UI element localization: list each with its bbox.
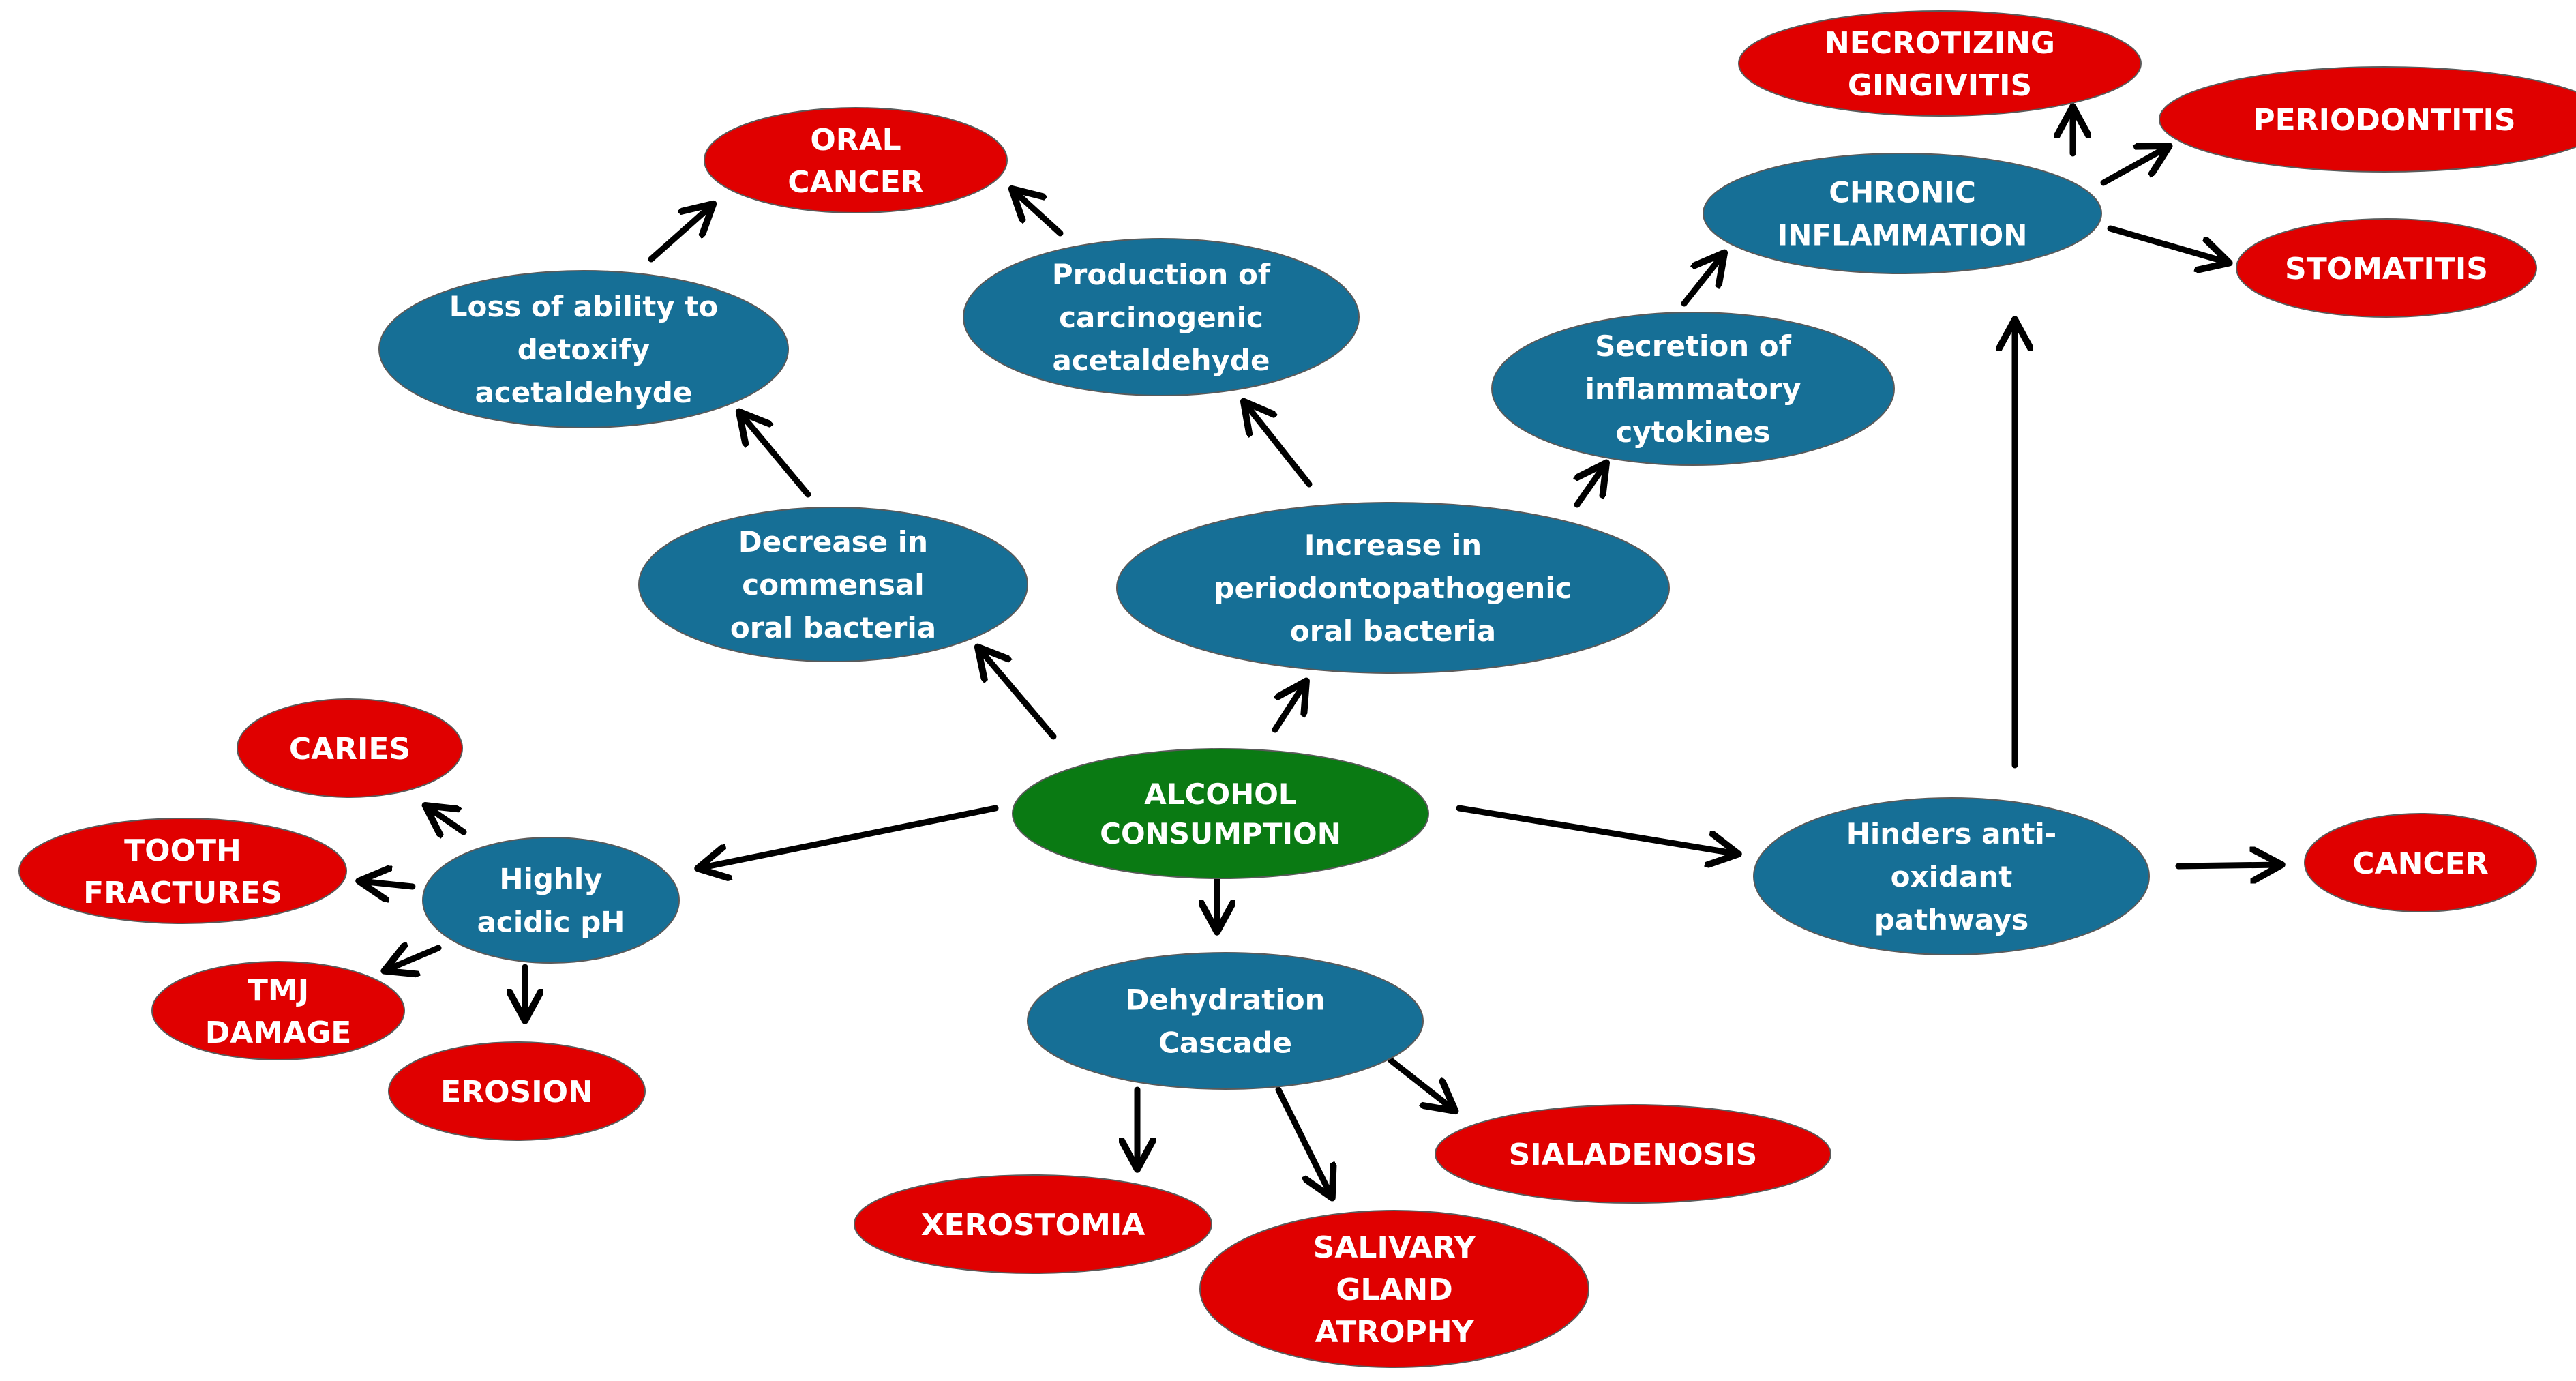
arrow-alcohol-to-highly-acidic	[699, 805, 999, 868]
arrow-increase-perio-to-secretion-cyto	[1577, 464, 1606, 508]
node-cancer: CANCER	[2304, 813, 2537, 912]
node-xerostomia: XEROSTOMIA	[854, 1174, 1212, 1274]
node-necrotizing-shape	[1738, 10, 2142, 117]
node-alcohol-shape	[1012, 748, 1429, 879]
node-sialadenosis: SIALADENOSIS	[1435, 1104, 1831, 1204]
node-hinders-antiox-shape	[1753, 797, 2150, 955]
node-erosion-shape	[388, 1041, 646, 1141]
node-stomatitis-label: STOMATITIS	[2285, 252, 2488, 286]
arrow-increase-perio-to-production-acet	[1244, 402, 1313, 488]
node-periodontitis-shape	[2159, 66, 2576, 173]
node-increase-perio-shape	[1116, 502, 1670, 674]
node-decrease-commensal-shape	[638, 507, 1028, 662]
node-tmj-damage-shape	[151, 961, 405, 1060]
arrow-chronic-infl-to-periodontitis	[2100, 147, 2168, 186]
arrow-hinders-antiox-to-cancer	[2175, 865, 2281, 866]
node-erosion: EROSION	[388, 1041, 646, 1141]
node-chronic-infl-shape	[1703, 153, 2102, 274]
arrow-alcohol-to-decrease-commensal	[978, 648, 1057, 740]
node-xerostomia-label: XEROSTOMIA	[921, 1208, 1145, 1243]
node-salivary-atrophy-shape	[1199, 1210, 1589, 1368]
node-periodontitis-label: PERIODONTITIS	[2253, 103, 2515, 138]
edges-layer	[360, 108, 2281, 1197]
node-stomatitis: STOMATITIS	[2236, 218, 2537, 318]
arrow-alcohol-to-increase-perio	[1272, 682, 1306, 733]
arrow-highly-acidic-to-tmj-damage	[385, 948, 442, 970]
node-sialadenosis-shape	[1435, 1104, 1831, 1204]
arrow-secretion-cyto-to-chronic-infl	[1681, 254, 1724, 307]
node-erosion-label: EROSION	[440, 1075, 593, 1110]
arrow-highly-acidic-to-tooth-fractures	[360, 881, 416, 887]
node-caries-shape	[237, 698, 463, 798]
node-xerostomia-shape	[854, 1174, 1212, 1274]
arrow-production-acet-to-oral-cancer	[1013, 190, 1064, 237]
node-oral-cancer-shape	[704, 107, 1008, 213]
node-periodontitis: PERIODONTITIS	[2159, 66, 2576, 173]
node-dehydration-shape	[1027, 952, 1424, 1090]
arrow-highly-acidic-to-caries	[426, 806, 467, 832]
node-sialadenosis-label: SIALADENOSIS	[1509, 1138, 1758, 1172]
arrow-dehydration-to-salivary-atrophy	[1275, 1086, 1332, 1197]
node-cancer-shape	[2304, 813, 2537, 912]
node-highly-acidic-shape	[422, 837, 680, 964]
node-secretion-cyto-shape	[1491, 312, 1895, 466]
arrow-decrease-commensal-to-loss-detox	[740, 413, 811, 498]
node-stomatitis-shape	[2236, 218, 2537, 318]
node-tooth-fractures-shape	[18, 818, 347, 924]
arrow-loss-detox-to-oral-cancer	[648, 205, 713, 263]
arrow-chronic-infl-to-stomatitis	[2107, 225, 2228, 263]
node-caries-label: CARIES	[289, 732, 410, 767]
arrow-dehydration-to-sialadenosis	[1388, 1057, 1454, 1110]
node-caries: CARIES	[237, 698, 463, 798]
node-loss-detox-shape	[378, 270, 789, 428]
arrow-alcohol-to-hinders-antiox	[1456, 805, 1737, 854]
node-production-acet-shape	[963, 238, 1360, 396]
node-cancer-label: CANCER	[2352, 846, 2488, 881]
